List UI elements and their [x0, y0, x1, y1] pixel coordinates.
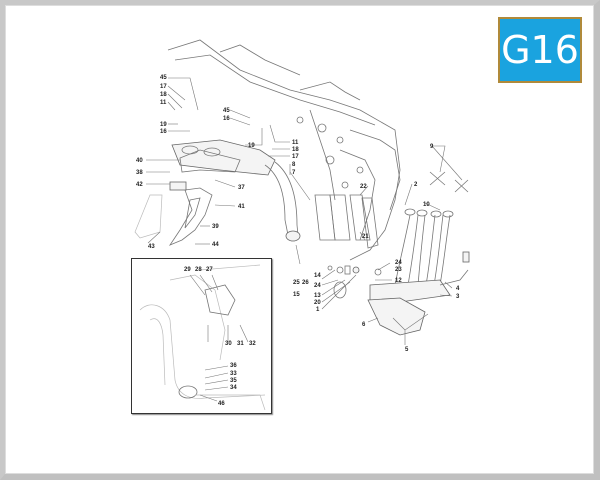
frame-brackets-drawing	[314, 194, 379, 249]
callout-16: 16	[160, 129, 167, 135]
callout-46: 46	[218, 401, 225, 407]
callout-34: 34	[230, 385, 237, 391]
callout-7: 7	[292, 170, 296, 176]
callout-30: 30	[225, 341, 232, 347]
callout-43: 43	[148, 244, 155, 250]
callout-25: 25	[293, 280, 300, 286]
section-badge: G16	[498, 17, 582, 83]
callout-44: 44	[212, 242, 219, 248]
inset-detail-drawing	[139, 264, 266, 411]
callout-14: 14	[314, 273, 321, 279]
main-frame-drawing	[167, 39, 401, 261]
callout-45: 45	[160, 75, 167, 81]
callout-5: 5	[405, 347, 409, 353]
callout-26: 26	[302, 280, 309, 286]
leader-lines	[146, 77, 463, 402]
exhaust-header-drawing	[369, 171, 470, 303]
callout-24: 24	[314, 283, 321, 289]
callout-20: 20	[314, 300, 321, 306]
callout-12: 12	[395, 278, 402, 284]
callout-36: 36	[230, 363, 237, 369]
callout-29: 29	[184, 267, 191, 273]
callout-3: 3	[456, 294, 460, 300]
callout-23: 23	[395, 267, 402, 273]
callout-24: 24	[395, 260, 402, 266]
license-plate-bracket-drawing	[168, 149, 241, 246]
callout-42: 42	[136, 182, 143, 188]
callout-2: 2	[414, 182, 418, 188]
license-plate-outline	[134, 194, 163, 239]
callout-31: 31	[237, 341, 244, 347]
heat-shield-drawing	[367, 297, 426, 336]
hardware-group-drawing	[327, 265, 382, 299]
callout-40: 40	[136, 158, 143, 164]
callout-22: 22	[360, 184, 367, 190]
callout-45: 45	[223, 108, 230, 114]
callout-38: 38	[136, 170, 143, 176]
callout-18: 18	[292, 147, 299, 153]
callout-28: 28	[195, 267, 202, 273]
callout-18: 18	[160, 92, 167, 98]
callout-41: 41	[238, 204, 245, 210]
callout-13: 13	[314, 293, 321, 299]
callout-27: 27	[206, 267, 213, 273]
callout-19: 19	[160, 122, 167, 128]
callout-32: 32	[249, 341, 256, 347]
callout-21: 21	[362, 234, 369, 240]
callout-19: 19	[248, 143, 255, 149]
callout-6: 6	[362, 322, 366, 328]
callout-17: 17	[160, 84, 167, 90]
callout-labels: 45 17 18 11 19 16 45 16 19 11 18 17 8 7 …	[136, 75, 460, 407]
callout-11: 11	[292, 140, 299, 146]
callout-10: 10	[423, 202, 430, 208]
callout-8: 8	[292, 162, 296, 168]
callout-16: 16	[223, 116, 230, 122]
callout-11: 11	[160, 100, 167, 106]
callout-15: 15	[293, 292, 300, 298]
callout-35: 35	[230, 378, 237, 384]
detail-inset-box	[131, 258, 272, 414]
callout-1: 1	[316, 307, 320, 313]
callout-39: 39	[212, 224, 219, 230]
callout-4: 4	[456, 286, 460, 292]
callout-37: 37	[238, 185, 245, 191]
callout-33: 33	[230, 371, 237, 377]
callout-17: 17	[292, 154, 299, 160]
silencer-drawing	[171, 139, 301, 242]
callout-9: 9	[430, 144, 434, 150]
